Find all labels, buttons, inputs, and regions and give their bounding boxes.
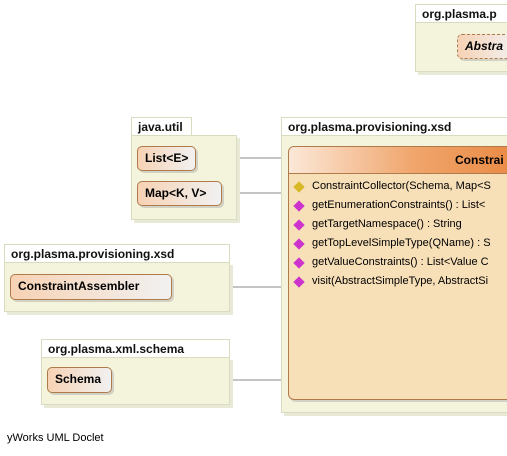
package-name: org.plasma.p <box>415 4 507 22</box>
class-constraint-collector[interactable]: Constrai ConstraintCollector(Schema, Map… <box>288 146 507 400</box>
member-method[interactable]: visit(AbstractSimpleType, AbstractSi <box>289 272 507 291</box>
method-icon <box>293 237 305 250</box>
class-constraint-assembler[interactable]: ConstraintAssembler <box>10 274 172 300</box>
member-text: visit(AbstractSimpleType, AbstractSi <box>312 275 489 287</box>
method-icon <box>293 218 305 231</box>
member-text: getEnumerationConstraints() : List< <box>312 199 486 211</box>
constructor-icon <box>293 180 305 193</box>
method-icon <box>293 275 305 288</box>
class-schema[interactable]: Schema <box>47 367 112 393</box>
method-icon <box>293 199 305 212</box>
class-title: Constrai <box>289 147 507 174</box>
member-list: ConstraintCollector(Schema, Map<S getEnu… <box>289 174 507 291</box>
member-method[interactable]: getTopLevelSimpleType(QName) : S <box>289 234 507 253</box>
package-name: org.plasma.provisioning.xsd <box>281 117 507 135</box>
member-text: getTargetNamespace() : String <box>312 218 462 230</box>
member-text: getTopLevelSimpleType(QName) : S <box>312 237 491 249</box>
method-icon <box>293 256 305 269</box>
package-name: java.util <box>131 117 192 135</box>
class-map[interactable]: Map<K, V> <box>137 181 222 206</box>
member-method[interactable]: getTargetNamespace() : String <box>289 215 507 234</box>
package-body <box>41 357 230 405</box>
member-method[interactable]: getEnumerationConstraints() : List< <box>289 196 507 215</box>
class-abstract[interactable]: Abstra <box>457 34 507 59</box>
package-name: org.plasma.provisioning.xsd <box>4 244 230 262</box>
member-method[interactable]: getValueConstraints() : List<Value C <box>289 253 507 272</box>
class-list[interactable]: List<E> <box>137 146 196 171</box>
package-name: org.plasma.xml.schema <box>41 339 230 357</box>
member-constructor[interactable]: ConstraintCollector(Schema, Map<S <box>289 177 507 196</box>
footer-credit: yWorks UML Doclet <box>7 432 104 444</box>
member-text: ConstraintCollector(Schema, Map<S <box>312 180 491 192</box>
member-text: getValueConstraints() : List<Value C <box>312 256 489 268</box>
